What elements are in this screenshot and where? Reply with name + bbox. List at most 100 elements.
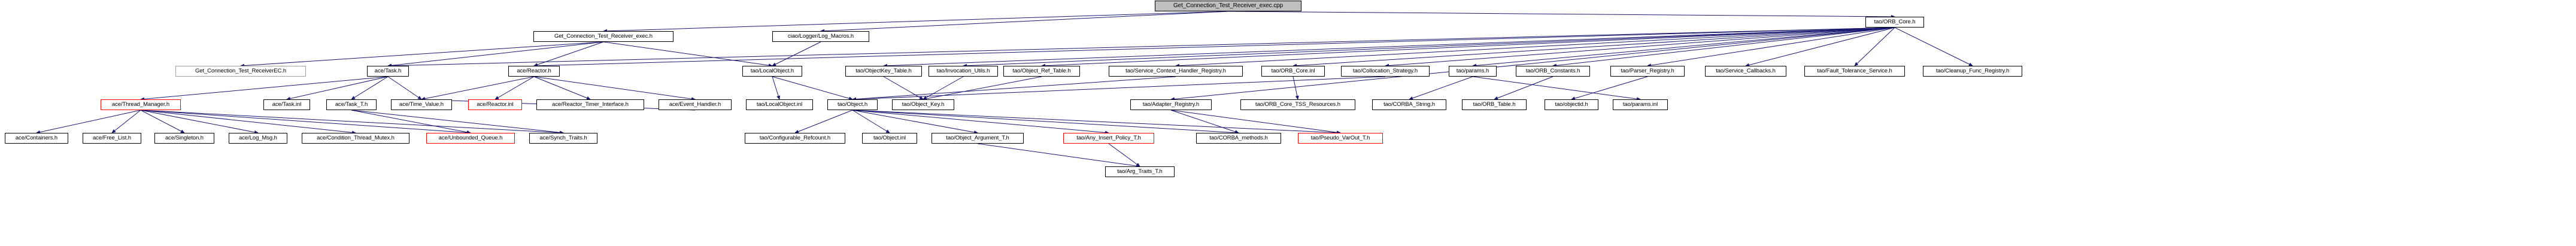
graph-node-n1[interactable]: Get_Connection_Test_Receiver_exec.h (533, 31, 673, 42)
graph-edge (140, 76, 389, 101)
graph-edge (772, 76, 781, 100)
graph-edge (1472, 76, 1641, 101)
graph-edge (820, 11, 1228, 33)
graph-node-n0[interactable]: Get_Connection_Test_Receiver_exec.cpp (1155, 1, 1301, 11)
graph-node-n15[interactable]: tao/ORB_Constants.h (1516, 66, 1590, 77)
graph-edge (1472, 27, 1895, 68)
graph-edge (883, 76, 924, 100)
graph-node-n43[interactable]: tao/Configurable_Refcount.h (745, 133, 845, 144)
graph-node-n36[interactable]: ace/Containers.h (5, 133, 68, 144)
graph-node-n14[interactable]: tao/params.h (1449, 66, 1497, 77)
graph-node-n49[interactable]: tao/Arg_Traits_T.h (1105, 166, 1175, 177)
graph-node-n8[interactable]: tao/ObjectKey_Table.h (845, 66, 922, 77)
graph-edge (603, 11, 1228, 33)
graph-edge (1170, 27, 1895, 101)
graph-edge (1647, 27, 1895, 68)
graph-node-n11[interactable]: tao/Service_Context_Handler_Registry.h (1109, 66, 1243, 77)
graph-edge (977, 143, 1140, 168)
graph-node-n6[interactable]: ace/Reactor.h (508, 66, 560, 77)
graph-edge (1170, 110, 1239, 133)
graph-node-n2[interactable]: ciao/Logger/Log_Macros.h (772, 31, 869, 42)
graph-node-n3[interactable]: tao/ORB_Core.h (1865, 17, 1924, 28)
graph-node-n41[interactable]: ace/Unbounded_Queue.h (426, 133, 515, 144)
graph-node-n12[interactable]: tao/ORB_Core.inl (1261, 66, 1325, 77)
graph-node-n20[interactable]: ace/Thread_Manager.h (101, 99, 181, 110)
graph-edge (111, 110, 141, 133)
graph-node-n38[interactable]: ace/Singleton.h (154, 133, 214, 144)
graph-edge (963, 27, 1895, 68)
graph-node-n32[interactable]: tao/CORBA_String.h (1372, 99, 1446, 110)
graph-node-n30[interactable]: tao/Adapter_Registry.h (1130, 99, 1212, 110)
graph-edge (1894, 27, 1973, 66)
graph-node-n19[interactable]: tao/Cleanup_Func_Registry.h (1923, 66, 2022, 77)
graph-edge (1854, 27, 1895, 66)
graph-edge (140, 110, 356, 135)
graph-node-n39[interactable]: ace/Log_Msg.h (229, 133, 287, 144)
graph-edge (923, 76, 964, 100)
graph-edge (852, 110, 890, 133)
graph-edge (1228, 11, 1895, 19)
graph-edge (772, 76, 853, 101)
graph-node-n35[interactable]: tao/params.inl (1613, 99, 1668, 110)
graph-node-n27[interactable]: tao/LocalObject.inl (746, 99, 813, 110)
graph-node-n18[interactable]: tao/Fault_Tolerance_Service.h (1804, 66, 1905, 77)
graph-node-n29[interactable]: tao/Object_Key.h (892, 99, 954, 110)
graph-edge (494, 76, 535, 100)
graph-node-n26[interactable]: ace/Event_Handler.h (659, 99, 732, 110)
graph-edge (923, 76, 1042, 101)
graph-edge (351, 110, 471, 134)
graph-edge (533, 27, 1895, 68)
graph-edge (1745, 27, 1895, 67)
graph-node-n33[interactable]: tao/ORB_Table.h (1462, 99, 1527, 110)
graph-edge (852, 76, 1176, 101)
graph-node-n45[interactable]: tao/Object_Argument_T.h (932, 133, 1024, 144)
graph-edge (852, 110, 1239, 135)
graph-node-n17[interactable]: tao/Service_Callbacks.h (1705, 66, 1786, 77)
graph-edge (603, 41, 773, 68)
graph-edge (1552, 27, 1895, 68)
graph-edge (533, 76, 696, 101)
graph-node-n31[interactable]: tao/ORB_Core_TSS_Resources.h (1240, 99, 1355, 110)
graph-node-n44[interactable]: tao/Object.inl (862, 133, 917, 144)
graph-node-n4[interactable]: Get_Connection_Test_ReceiverEC.h (175, 66, 306, 77)
graph-edge (387, 76, 422, 100)
graph-node-n42[interactable]: ace/Synch_Traits.h (529, 133, 597, 144)
graph-edge (1108, 143, 1140, 167)
graph-edge (852, 110, 1109, 135)
graph-node-n5[interactable]: ace/Task.h (367, 66, 409, 77)
graph-node-n34[interactable]: tao/objectid.h (1545, 99, 1598, 110)
graph-edge (140, 110, 471, 135)
graph-node-n16[interactable]: tao/Parser_Registry.h (1610, 66, 1685, 77)
graph-node-n9[interactable]: tao/Invocation_Utils.h (929, 66, 998, 77)
graph-node-n23[interactable]: ace/Time_Value.h (391, 99, 452, 110)
graph-edge (36, 110, 141, 134)
graph-edge (140, 110, 259, 134)
graph-node-n21[interactable]: ace/Task.inl (263, 99, 310, 110)
graph-edge (1170, 110, 1341, 135)
graph-edge (533, 76, 591, 100)
graph-node-n7[interactable]: tao/LocalObject.h (742, 66, 802, 77)
graph-node-n37[interactable]: ace/Free_List.h (83, 133, 141, 144)
graph-edge (1494, 76, 1554, 100)
graph-node-n47[interactable]: tao/CORBA_methods.h (1196, 133, 1281, 144)
graph-edge (1175, 27, 1895, 68)
graph-node-n46[interactable]: tao/Any_Insert_Policy_T.h (1063, 133, 1154, 144)
graph-edge (883, 27, 1895, 68)
graph-node-n22[interactable]: ace/Task_T.h (326, 99, 377, 110)
graph-edge (772, 41, 821, 66)
graph-node-n28[interactable]: tao/Object.h (827, 99, 878, 110)
graph-edge (421, 76, 535, 101)
graph-node-n10[interactable]: tao/Object_Ref_Table.h (1003, 66, 1080, 77)
graph-node-n40[interactable]: ace/Condition_Thread_Mutex.h (302, 133, 409, 144)
graph-edge (1041, 27, 1895, 68)
graph-edge (387, 41, 604, 68)
graph-edge (351, 76, 389, 100)
graph-node-n13[interactable]: tao/Collocation_Strategy.h (1341, 66, 1430, 77)
graph-node-n24[interactable]: ace/Reactor.inl (468, 99, 522, 110)
graph-node-n48[interactable]: tao/Pseudo_VarOut_T.h (1298, 133, 1383, 144)
graph-edge (852, 110, 1341, 135)
graph-node-n25[interactable]: ace/Reactor_Timer_Interface.h (536, 99, 644, 110)
graph-edge (1385, 27, 1895, 68)
